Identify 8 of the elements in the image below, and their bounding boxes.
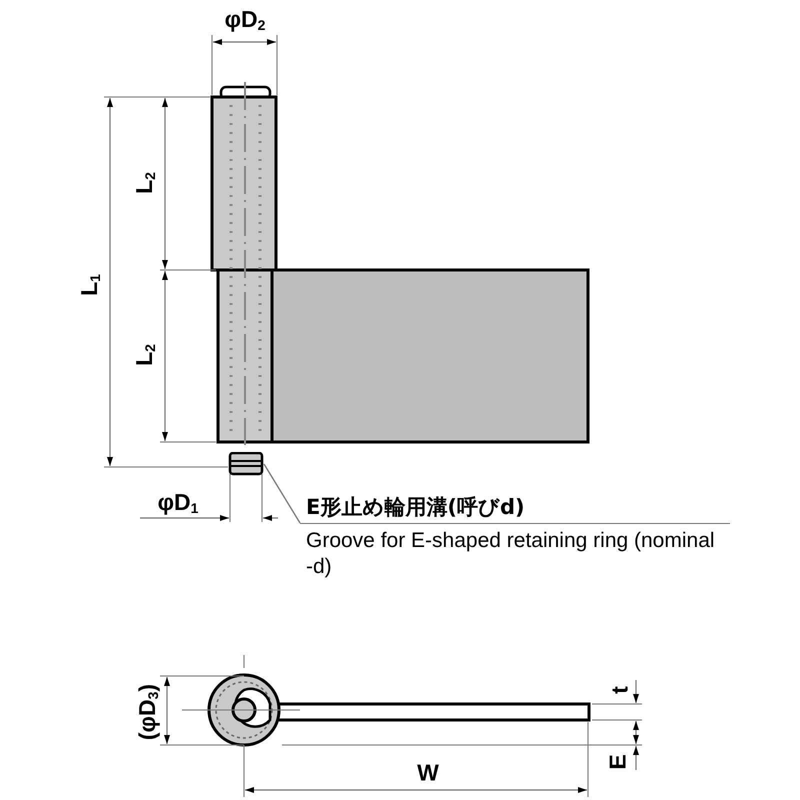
annotation-text-japanese: E形止め輪用溝(呼びd): [306, 494, 525, 521]
dimension-label: t: [608, 686, 632, 694]
annotation-text: Groove for E-shaped retaining ring (nominal -d): [306, 528, 716, 580]
dimension-label: φD$_{1}$: [158, 491, 198, 515]
leader-line: [263, 464, 301, 524]
dimension-label: W: [417, 762, 439, 784]
dimension-label: φD$_{2}$: [224, 8, 266, 32]
dimension-label: E: [606, 754, 630, 770]
